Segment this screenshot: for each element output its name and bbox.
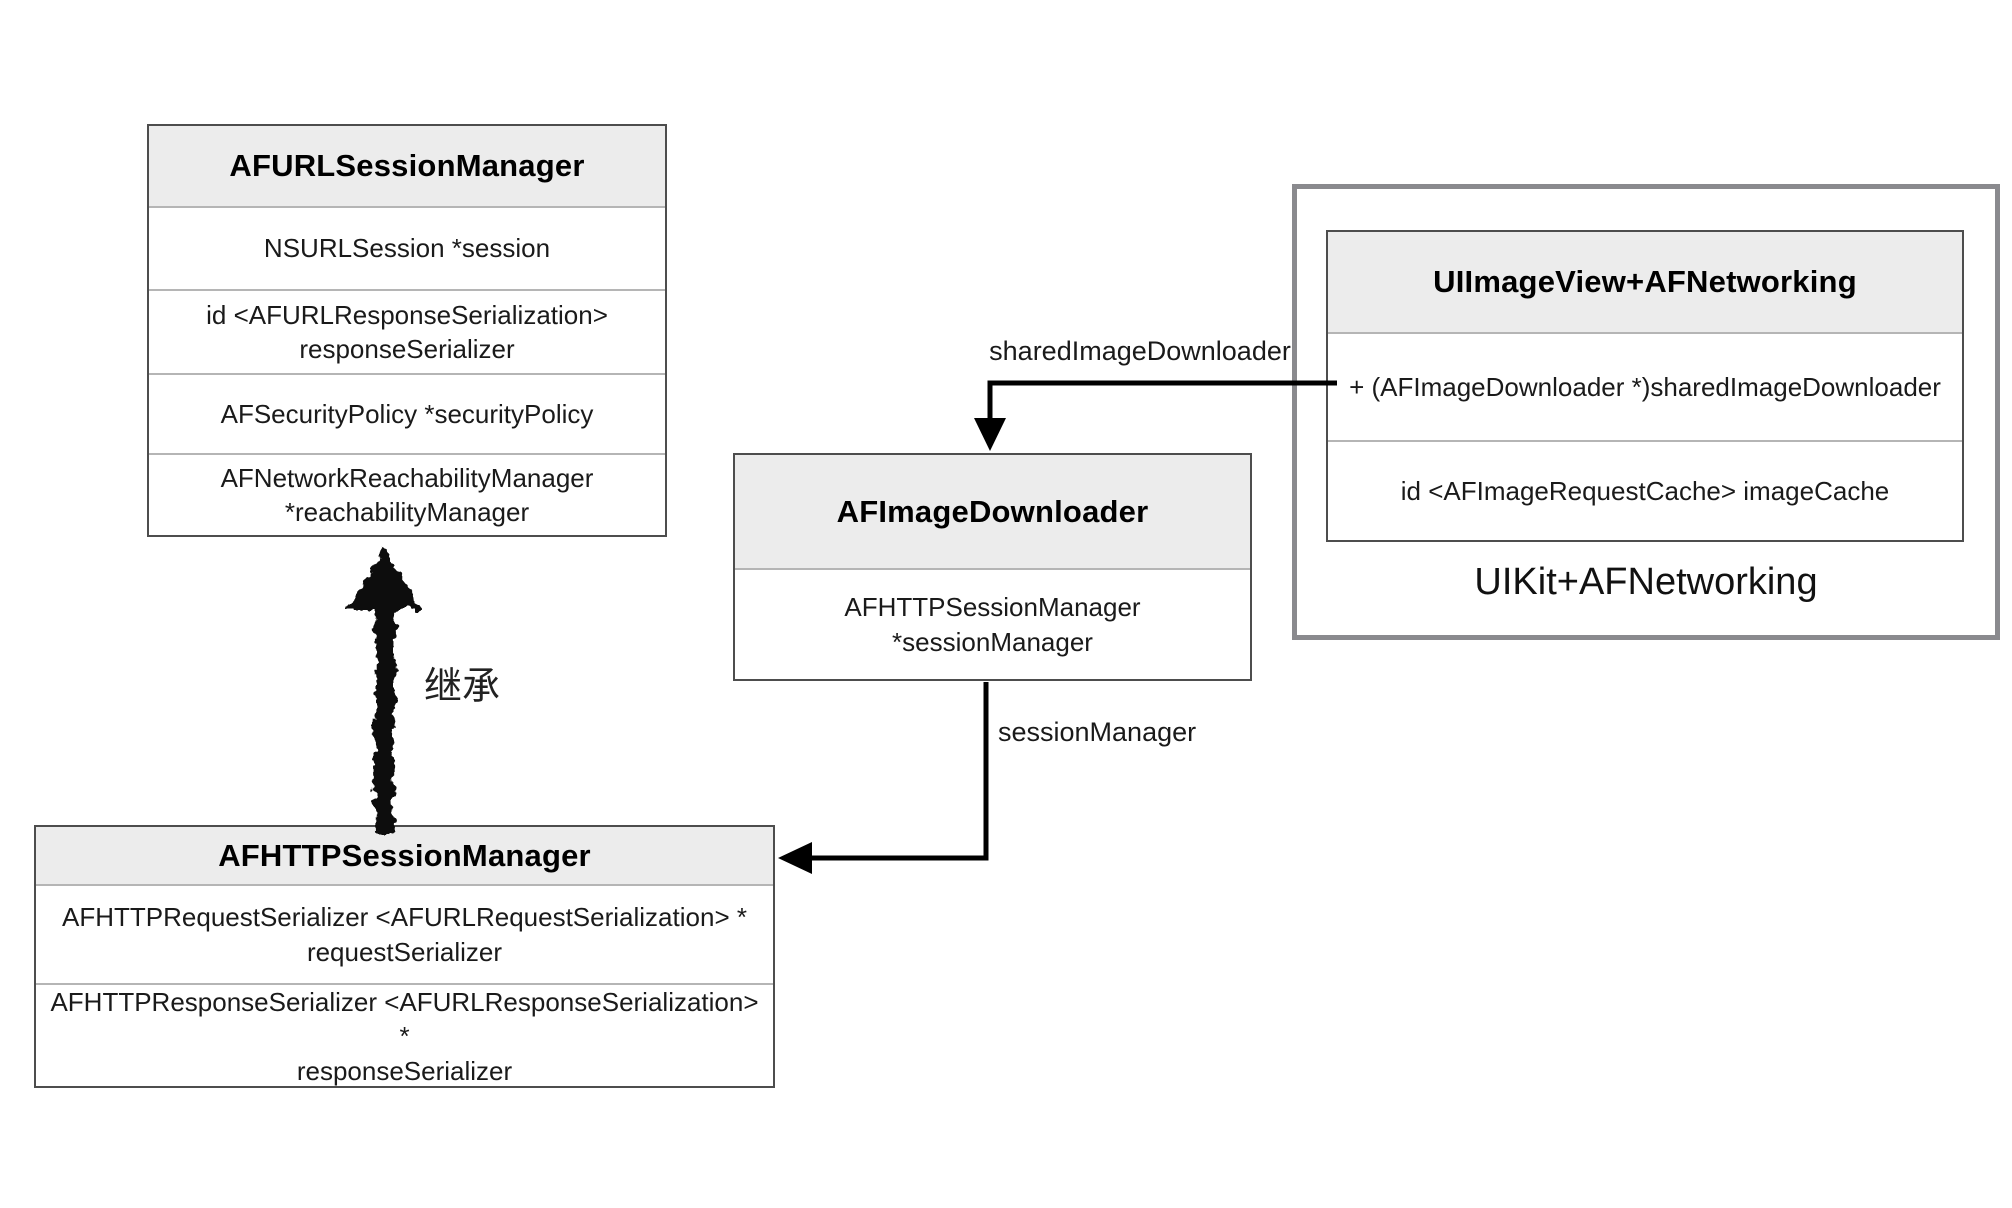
- uikit-afnetworking-container: UIImageView+AFNetworking + (AFImageDownl…: [1292, 184, 2000, 640]
- edge-label-session-manager: sessionManager: [998, 717, 1197, 747]
- class-box-afhttpsessionmanager: AFHTTPSessionManager AFHTTPRequestSerial…: [34, 825, 775, 1088]
- field-session-manager: AFHTTPSessionManager *sessionManager: [735, 568, 1250, 679]
- class-box-afimagedownloader: AFImageDownloader AFHTTPSessionManager *…: [733, 453, 1252, 681]
- field-response-serializer-http: AFHTTPResponseSerializer <AFURLResponseS…: [36, 983, 773, 1088]
- edge-label-shared-image-downloader: sharedImageDownloader: [989, 336, 1291, 366]
- field-shared-image-downloader: + (AFImageDownloader *)sharedImageDownlo…: [1328, 332, 1962, 440]
- class-title-uiimageview-afnetworking: UIImageView+AFNetworking: [1328, 232, 1962, 332]
- uikit-container-label: UIKit+AFNetworking: [1474, 561, 1818, 603]
- class-title-afhttpsessionmanager: AFHTTPSessionManager: [36, 827, 773, 884]
- edge-shared-image-downloader: [974, 380, 1337, 451]
- field-response-serializer: id <AFURLResponseSerialization> response…: [149, 289, 665, 373]
- field-reachability-manager: AFNetworkReachabilityManager *reachabili…: [149, 453, 665, 535]
- field-request-serializer: AFHTTPRequestSerializer <AFURLRequestSer…: [36, 884, 773, 983]
- class-title-afurlsessionmanager: AFURLSessionManager: [149, 126, 665, 206]
- edge-session-manager: [778, 682, 989, 874]
- class-box-uiimageview-afnetworking: UIImageView+AFNetworking + (AFImageDownl…: [1326, 230, 1964, 542]
- class-box-afurlsessionmanager: AFURLSessionManager NSURLSession *sessio…: [147, 124, 667, 537]
- edge-label-inheritance: 继承: [424, 666, 501, 708]
- field-session: NSURLSession *session: [149, 206, 665, 289]
- class-title-afimagedownloader: AFImageDownloader: [735, 455, 1250, 568]
- field-image-cache: id <AFImageRequestCache> imageCache: [1328, 440, 1962, 540]
- edge-inheritance-arrow: [348, 546, 422, 835]
- field-security-policy: AFSecurityPolicy *securityPolicy: [149, 373, 665, 453]
